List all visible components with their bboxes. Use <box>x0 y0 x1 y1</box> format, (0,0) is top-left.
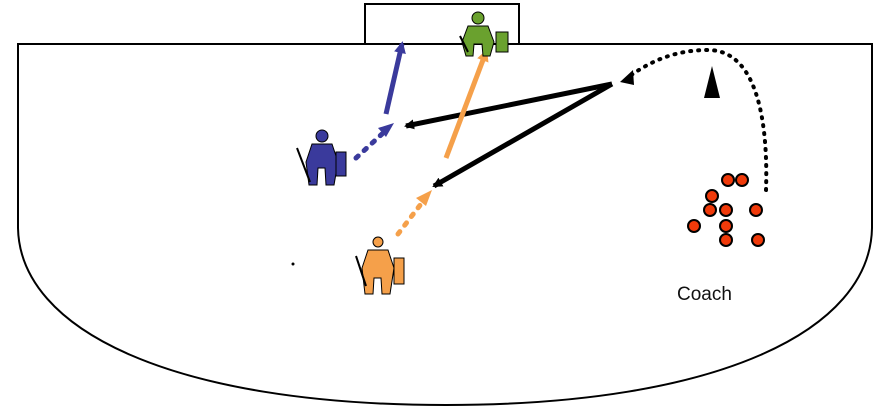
puck-pile <box>687 173 765 247</box>
blue-shot-arrow <box>383 41 406 115</box>
pass-arrow-to-blue <box>404 81 613 130</box>
orange-player-icon <box>355 236 405 295</box>
puck-icon <box>703 203 717 217</box>
coach-path-arrowhead <box>620 70 634 85</box>
blue-skate-arrowhead <box>378 123 394 137</box>
puck-icon <box>719 219 733 233</box>
direction-triangle-icon <box>704 66 720 98</box>
puck-icon <box>749 203 763 217</box>
puck-icon <box>721 173 735 187</box>
net-icon <box>364 3 520 45</box>
coach-skate-path <box>628 47 769 192</box>
puck-icon <box>719 203 733 217</box>
ice-dot <box>291 262 295 266</box>
pass-arrow-to-orange <box>432 81 614 189</box>
blue-player-icon <box>296 129 347 186</box>
orange-shot-arrow <box>443 49 489 159</box>
puck-icon <box>735 173 749 187</box>
orange-skate-path <box>395 201 424 237</box>
blue-skate-path <box>353 131 385 161</box>
puck-icon <box>687 219 701 233</box>
puck-icon <box>751 233 765 247</box>
rink-outline <box>17 43 873 407</box>
puck-icon <box>705 189 719 203</box>
orange-skate-arrowhead <box>416 190 432 206</box>
coach-label: Coach <box>677 284 732 305</box>
goalie-icon <box>459 11 509 57</box>
puck-icon <box>719 233 733 247</box>
